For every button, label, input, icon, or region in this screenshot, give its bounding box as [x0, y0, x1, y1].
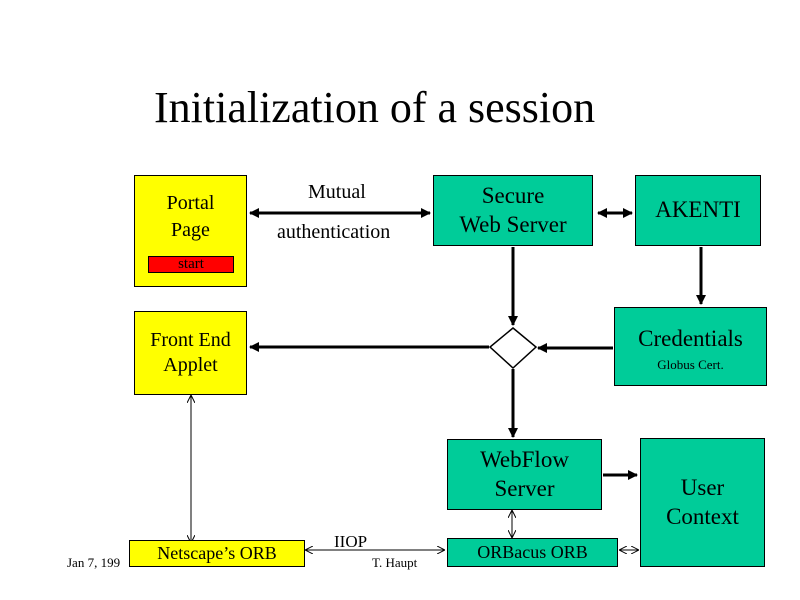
netscape-orb-label: Netscape’s ORB [157, 543, 277, 564]
footer-date: Jan 7, 199 [67, 555, 121, 570]
secure-web-server-line1: Secure [481, 182, 545, 208]
user-context-node: User Context [640, 438, 765, 567]
iiop-label: IIOP [334, 532, 368, 551]
orbacus-orb-node: ORBacus ORB [447, 538, 618, 567]
decision-diamond [488, 327, 538, 370]
slide-title: Initialization of a session [154, 83, 596, 132]
portal-page-label: Portal Page [166, 192, 215, 241]
akenti-label: AKENTI [655, 197, 741, 223]
credentials-sublabel: Globus Cert. [657, 357, 724, 372]
webflow-server-line2: Server [494, 475, 555, 501]
netscape-orb-node: Netscape’s ORB [129, 540, 305, 567]
akenti-node: AKENTI [635, 175, 761, 246]
start-button[interactable]: start [148, 256, 234, 273]
front-end-applet-node: Front End Applet [134, 311, 247, 395]
user-context-line1: User [680, 474, 725, 500]
portal-page-node: Portal Page start [134, 175, 247, 287]
credentials-label: Credentials [638, 326, 743, 351]
credentials-node: Credentials Globus Cert. [614, 307, 767, 386]
front-end-applet-line2: Applet [163, 354, 218, 376]
mutual-auth-line2: authentication [277, 221, 391, 243]
secure-web-server-node: Secure Web Server [433, 175, 593, 246]
user-context-line2: Context [666, 503, 739, 529]
footer-author: T. Haupt [372, 555, 418, 570]
secure-web-server-line2: Web Server [459, 211, 567, 237]
mutual-auth-line1: Mutual [308, 181, 366, 203]
webflow-server-line1: WebFlow [480, 446, 569, 472]
orbacus-orb-label: ORBacus ORB [477, 542, 588, 563]
front-end-applet-line1: Front End [150, 329, 231, 351]
webflow-server-node: WebFlow Server [447, 439, 602, 510]
